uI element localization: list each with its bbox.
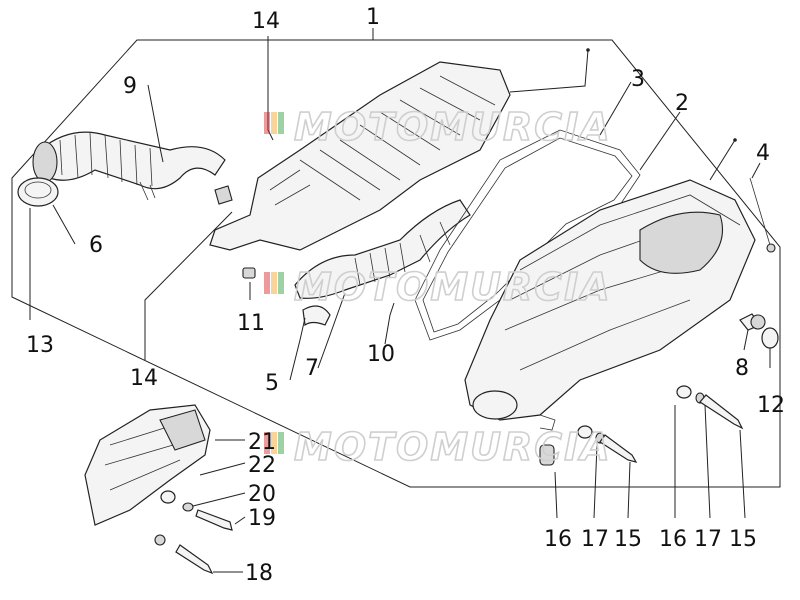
callout-labels: 1 2 3 4 5 6 7 8 9 10 11 12 13 14 14 15 1…	[26, 5, 785, 586]
callout-4: 4	[756, 141, 770, 166]
watermark-text-1: MOTOMURCIA	[294, 105, 612, 149]
callout-15-b: 15	[729, 527, 757, 552]
screw-4	[749, 177, 776, 253]
callout-10: 10	[367, 342, 395, 367]
callout-19: 19	[248, 506, 276, 531]
main-cover	[464, 179, 756, 421]
small-cap	[302, 305, 331, 327]
hose-clamp	[17, 177, 59, 207]
assembly-frame	[11, 39, 781, 488]
grommet-12	[761, 327, 779, 349]
callout-11: 11	[237, 311, 265, 336]
callout-3: 3	[631, 67, 645, 92]
callout-14-left: 14	[130, 366, 158, 391]
callout-21: 21	[248, 430, 276, 455]
bolt-11	[242, 267, 256, 279]
leader-lines	[29, 36, 771, 573]
callout-22: 22	[248, 453, 276, 478]
callout-9: 9	[123, 74, 137, 99]
lower-fasteners	[154, 490, 233, 575]
callout-17-a: 17	[581, 527, 609, 552]
inner-duct	[294, 199, 471, 299]
callout-2: 2	[675, 91, 689, 116]
filter-housing-upper	[209, 61, 511, 251]
watermark-text-2: MOTOMURCIA	[294, 265, 612, 309]
callout-5: 5	[265, 371, 279, 396]
callout-8: 8	[735, 356, 749, 381]
callout-6: 6	[89, 233, 103, 258]
watermark-3: MOTOMURCIA	[264, 424, 612, 470]
callout-13: 13	[26, 333, 54, 358]
callout-15-a: 15	[614, 527, 642, 552]
watermark-2: MOTOMURCIA	[264, 264, 612, 310]
callout-16-b: 16	[659, 527, 687, 552]
middle-fastener-stack	[539, 414, 638, 466]
callout-7: 7	[305, 356, 319, 381]
callout-14-top: 14	[252, 9, 280, 34]
nut-14	[214, 185, 233, 205]
callout-1: 1	[366, 5, 380, 30]
right-fastener-stack	[676, 385, 744, 430]
callout-20: 20	[248, 482, 276, 507]
callout-17-b: 17	[694, 527, 722, 552]
intake-hose	[32, 131, 226, 201]
callout-18: 18	[245, 561, 273, 586]
watermark-text-3: MOTOMURCIA	[294, 425, 612, 469]
callout-12: 12	[757, 393, 785, 418]
clip-8	[739, 313, 766, 331]
lower-cover	[84, 404, 211, 526]
watermark-1: MOTOMURCIA	[264, 104, 612, 150]
callout-16-a: 16	[544, 527, 572, 552]
